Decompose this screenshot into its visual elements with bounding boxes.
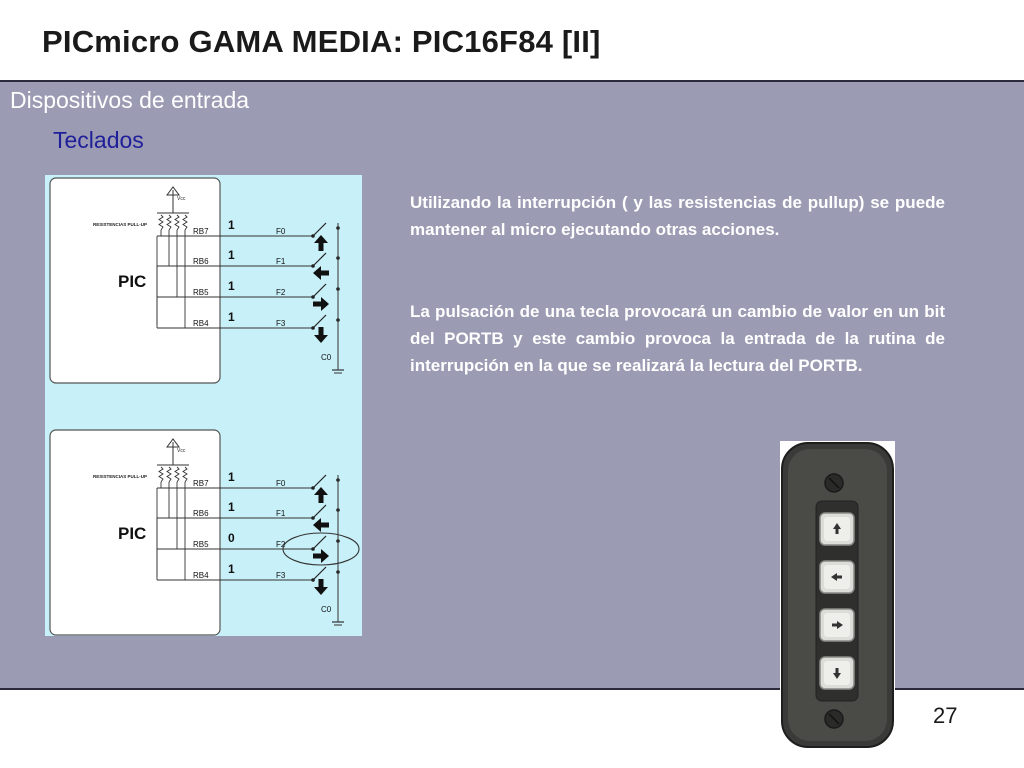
section-heading: Dispositivos de entrada (10, 87, 250, 113)
arrow-left-icon (313, 266, 329, 280)
line-label-f1: F1 (276, 509, 286, 518)
line-label-f1: F1 (276, 257, 286, 266)
switch-contact (312, 474, 327, 489)
pin-value: 1 (228, 562, 235, 576)
switch-contact (312, 252, 327, 267)
pullup-label: RESISTENCIAS PULL-UP (93, 222, 147, 227)
pic-label: PIC (118, 524, 146, 543)
line-label-f3: F3 (276, 571, 286, 580)
switch-contact (312, 535, 327, 550)
arrow-down-icon (833, 668, 841, 679)
pin-label-rb5: RB5 (193, 288, 209, 297)
line-label-f0: F0 (276, 479, 286, 488)
pin-label-rb4: RB4 (193, 571, 209, 580)
pin-label-rb6: RB6 (193, 257, 209, 266)
switch-contact (312, 222, 327, 237)
arrow-right-icon (313, 549, 329, 563)
line-label-f2: F2 (276, 540, 286, 549)
arrow-up-icon (833, 523, 841, 534)
slide-title: PICmicro GAMA MEDIA: PIC16F84 [II] (42, 24, 601, 59)
line-label-f3: F3 (276, 319, 286, 328)
pin-value: 1 (228, 470, 235, 484)
switch-contact (312, 504, 327, 519)
pin-label-rb4: RB4 (193, 319, 209, 328)
vcc-label: Vcc (177, 196, 186, 202)
pin-label-rb7: RB7 (193, 479, 209, 488)
pin-value: 1 (228, 310, 235, 324)
vcc-arrow-icon (166, 186, 180, 196)
switch-contact (312, 314, 327, 329)
pullup-label: RESISTENCIAS PULL-UP (93, 474, 147, 479)
switch-contact (312, 283, 327, 298)
arrow-left-icon (831, 573, 842, 581)
pin-value: 1 (228, 279, 235, 293)
pin-value: 1 (228, 248, 235, 262)
pin-value: 1 (228, 500, 235, 514)
arrow-right-icon (313, 297, 329, 311)
vcc-label: Vcc (177, 448, 186, 454)
subsection-heading: Teclados (53, 127, 144, 153)
pin-label-rb6: RB6 (193, 509, 209, 518)
vcc-arrow-icon (166, 438, 180, 448)
paragraph-keypress: La pulsación de una tecla provocará un c… (410, 302, 945, 375)
pin-label-rb5: RB5 (193, 540, 209, 549)
arrow-right-icon (832, 621, 843, 629)
line-label-f2: F2 (276, 288, 286, 297)
arrow-up-icon (314, 235, 328, 251)
pin-label-rb7: RB7 (193, 227, 209, 236)
page-number: 27 (933, 703, 958, 728)
arrow-down-icon (314, 327, 328, 343)
arrow-down-icon (314, 579, 328, 595)
pin-value: 0 (228, 531, 235, 545)
switch-contact (312, 566, 327, 581)
pin-value: 1 (228, 218, 235, 232)
line-label-f0: F0 (276, 227, 286, 236)
pic-label: PIC (118, 272, 146, 291)
ground-label: C0 (321, 353, 332, 362)
arrow-up-icon (314, 487, 328, 503)
arrow-left-icon (313, 518, 329, 532)
keypad-photo (780, 441, 895, 749)
paragraph-interrupt: Utilizando la interrupción ( y las resis… (410, 193, 945, 239)
highlight-ellipse (282, 532, 360, 566)
ground-label: C0 (321, 605, 332, 614)
